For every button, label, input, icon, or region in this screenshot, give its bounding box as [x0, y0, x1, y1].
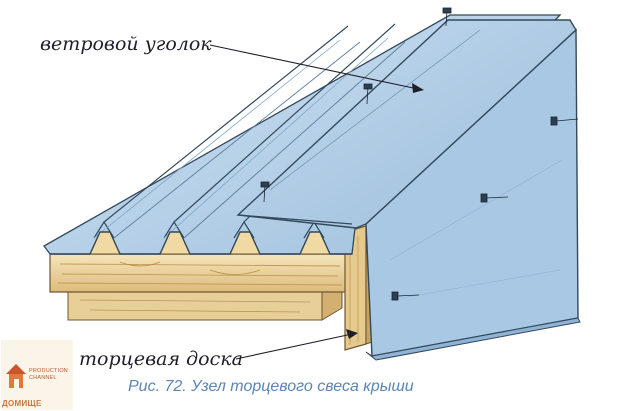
screw-icon [260, 181, 270, 203]
house-icon [6, 364, 26, 388]
arrowhead [346, 329, 358, 339]
self-tapping-screws [260, 7, 579, 301]
arrowhead [412, 83, 424, 93]
screw-icon [550, 116, 579, 126]
figure-caption: Рис. 72. Узел торцевого свеса крыши [128, 378, 414, 395]
logo-brand: ДОМИЩЕ [2, 399, 42, 408]
screw-icon [391, 291, 420, 301]
screw-icon [480, 193, 509, 203]
label-end-board: торцевая доска [79, 348, 243, 370]
label-wind-corner: ветровой уголок [40, 33, 212, 55]
logo-line2: CHANNEL [29, 375, 57, 381]
batten-board [49, 253, 353, 293]
wind-corner-profile [236, 19, 581, 361]
brand-logo [1, 340, 73, 410]
leader-line-wind-corner [209, 44, 419, 90]
logo-line1: PRODUCTION [29, 368, 68, 374]
leader-line-end-board [235, 333, 353, 360]
screw-icon [363, 83, 373, 105]
screw-icon [442, 7, 452, 27]
